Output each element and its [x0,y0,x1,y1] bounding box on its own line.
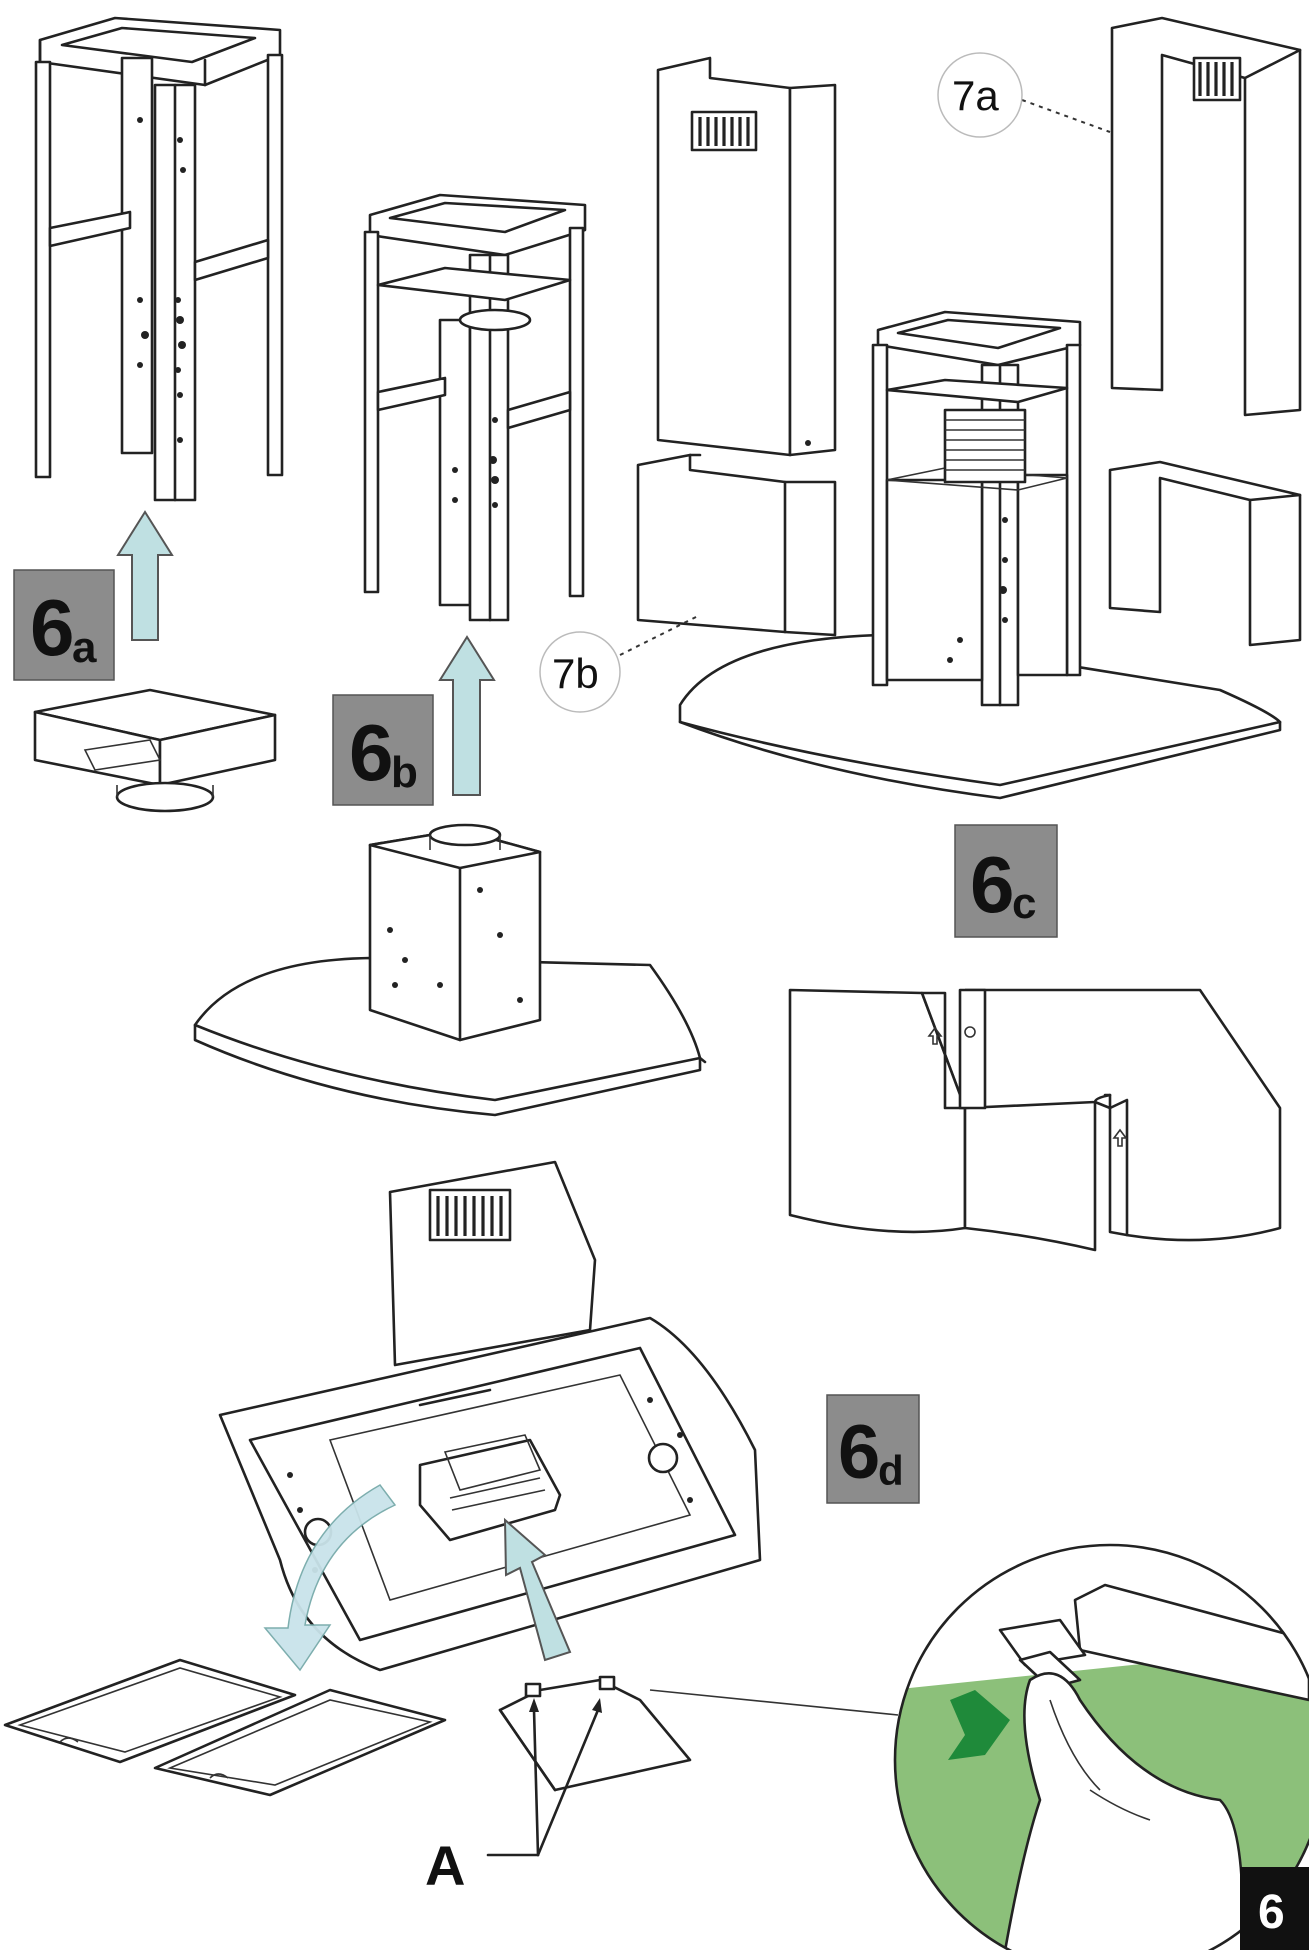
svg-text:a: a [72,623,97,672]
svg-text:6: 6 [970,840,1015,929]
badge-6a: 6 a [13,569,115,681]
vent-grille-icon [428,1188,512,1242]
svg-text:7a: 7a [952,72,999,119]
push-arrow-icon [948,1690,1010,1760]
badge-6c: 6 c [954,824,1058,938]
badge-6d: 6 d [826,1394,920,1504]
motor-unit-icon [418,1434,562,1542]
svg-text:b: b [391,748,418,797]
callout-7b: 7b [539,614,701,713]
lower-chimney-left [636,453,837,637]
keyhole-slot-icon [927,1026,1128,1147]
svg-text:6: 6 [1258,1886,1285,1939]
arrow-up-6b-icon [438,635,496,796]
hood-motor-6b [193,823,707,1117]
zoom-leader-line [649,1689,899,1716]
frame-6b [363,193,587,622]
svg-text:6: 6 [30,583,75,672]
vent-grille-icon [690,110,758,152]
label-a: A [425,1834,465,1897]
callout-7a: 7a [937,52,1111,138]
lower-chimney-right [1108,460,1302,647]
frame-6a [34,16,284,502]
badge-6b: 6 b [332,694,434,806]
motor-cover [498,1675,692,1792]
grease-filters [3,1658,447,1797]
curved-arrow-down-icon [263,1484,397,1672]
pointer-a: A [425,1698,602,1897]
svg-text:c: c [1012,879,1036,928]
hood-underside-6d [218,1160,762,1672]
svg-text:7b: 7b [552,650,599,697]
upper-chimney-right [1110,16,1302,417]
chimney-joint-detail-6c [788,988,1282,1252]
vent-grille-icon [1192,56,1242,102]
page-number-badge: 6 [1240,1867,1309,1950]
duct-collar-6a [33,688,277,813]
arrow-up-6a-icon [116,510,174,641]
svg-text:d: d [878,1447,904,1494]
arrow-up-filter-icon [503,1517,572,1662]
fan-coil-icon [943,408,1027,484]
upper-chimney-left [656,56,837,457]
svg-text:6: 6 [838,1410,880,1495]
svg-text:6: 6 [349,708,394,797]
frame-in-hood [678,310,1282,800]
